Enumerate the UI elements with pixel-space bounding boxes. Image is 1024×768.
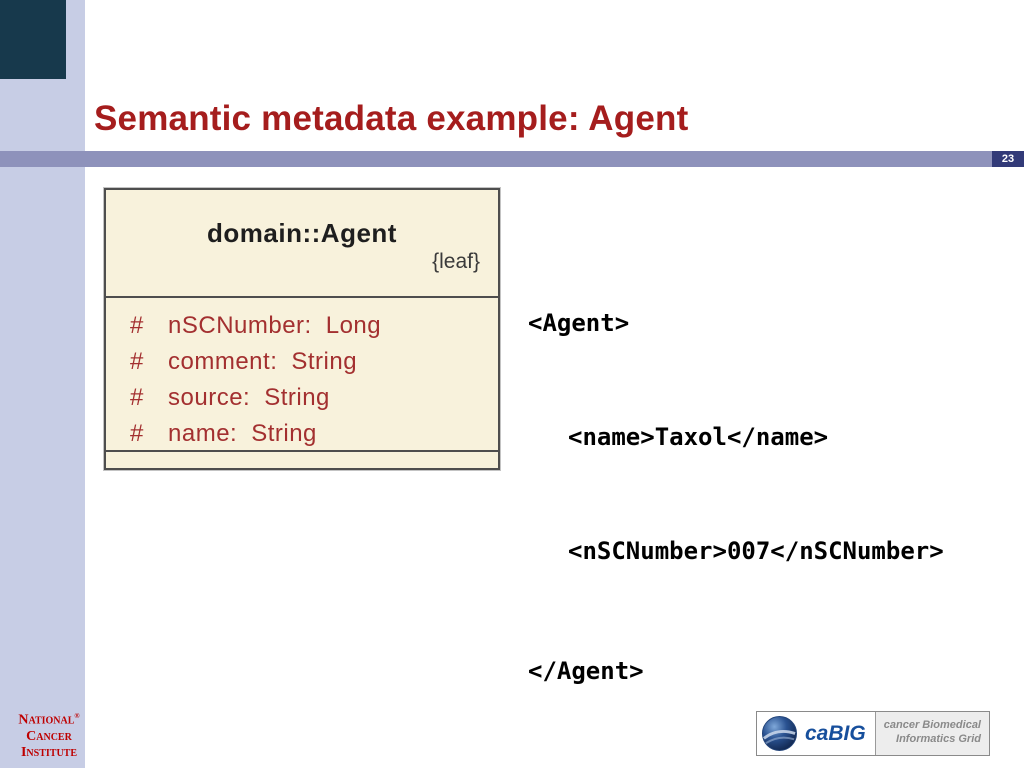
left-sidebar bbox=[0, 0, 85, 768]
uml-attributes-compartment: # nSCNumber: Long # comment: String # so… bbox=[106, 298, 498, 452]
visibility-marker: # bbox=[130, 420, 144, 447]
slide-title: Semantic metadata example: Agent bbox=[94, 99, 689, 138]
attribute-type: String bbox=[251, 420, 317, 447]
uml-attribute-row: # name: String bbox=[130, 416, 498, 452]
uml-class-diagram: domain::Agent {leaf} # nSCNumber: Long #… bbox=[103, 187, 501, 471]
xml-line: </Agent> bbox=[528, 657, 644, 685]
nci-logo: National® Cancer Institute bbox=[10, 708, 88, 761]
xml-line: <Agent> bbox=[528, 309, 630, 337]
cabig-tagline-line1: cancer Biomedical bbox=[883, 719, 981, 731]
title-divider-bar bbox=[0, 151, 1024, 167]
page-number: 23 bbox=[992, 151, 1024, 167]
attribute-name: nSCNumber: bbox=[168, 312, 312, 339]
cabig-tagline-line2: Informatics Grid bbox=[896, 733, 981, 745]
attribute-type: Long bbox=[325, 312, 382, 339]
xml-line: <name>Taxol</name> bbox=[568, 423, 829, 451]
uml-attribute-row: # comment: String bbox=[130, 344, 498, 380]
uml-class-name: domain::Agent bbox=[207, 218, 397, 248]
uml-header-compartment: domain::Agent {leaf} bbox=[106, 190, 498, 298]
xml-code-block: <Agent> <name>Taxol</name> <nSCNumber>00… bbox=[528, 228, 944, 766]
cabig-wordmark: caBIG bbox=[805, 721, 866, 745]
globe-icon bbox=[761, 715, 798, 752]
visibility-marker: # bbox=[130, 348, 144, 375]
visibility-marker: # bbox=[130, 384, 144, 411]
uml-stereotype: {leaf} bbox=[432, 250, 480, 273]
attribute-name: name: bbox=[168, 420, 238, 447]
xml-line: <nSCNumber>007</nSCNumber> bbox=[568, 537, 944, 565]
nci-logo-line1: National® bbox=[10, 708, 88, 729]
uml-attribute-row: # nSCNumber: Long bbox=[130, 308, 498, 344]
cabig-tagline: cancer Biomedical Informatics Grid bbox=[875, 712, 989, 755]
nci-logo-line2: Cancer bbox=[26, 728, 72, 744]
attribute-name: source: bbox=[168, 384, 251, 411]
nci-word-national: National bbox=[18, 712, 75, 728]
registered-mark: ® bbox=[74, 712, 80, 720]
corner-accent-block bbox=[0, 0, 66, 79]
cabig-logo: caBIG cancer Biomedical Informatics Grid bbox=[756, 711, 990, 756]
attribute-type: String bbox=[291, 348, 358, 375]
visibility-marker: # bbox=[130, 312, 144, 339]
attribute-type: String bbox=[264, 384, 330, 411]
uml-attribute-row: # source: String bbox=[130, 380, 498, 416]
nci-logo-line3: Institute bbox=[20, 744, 78, 760]
attribute-name: comment: bbox=[168, 348, 278, 375]
